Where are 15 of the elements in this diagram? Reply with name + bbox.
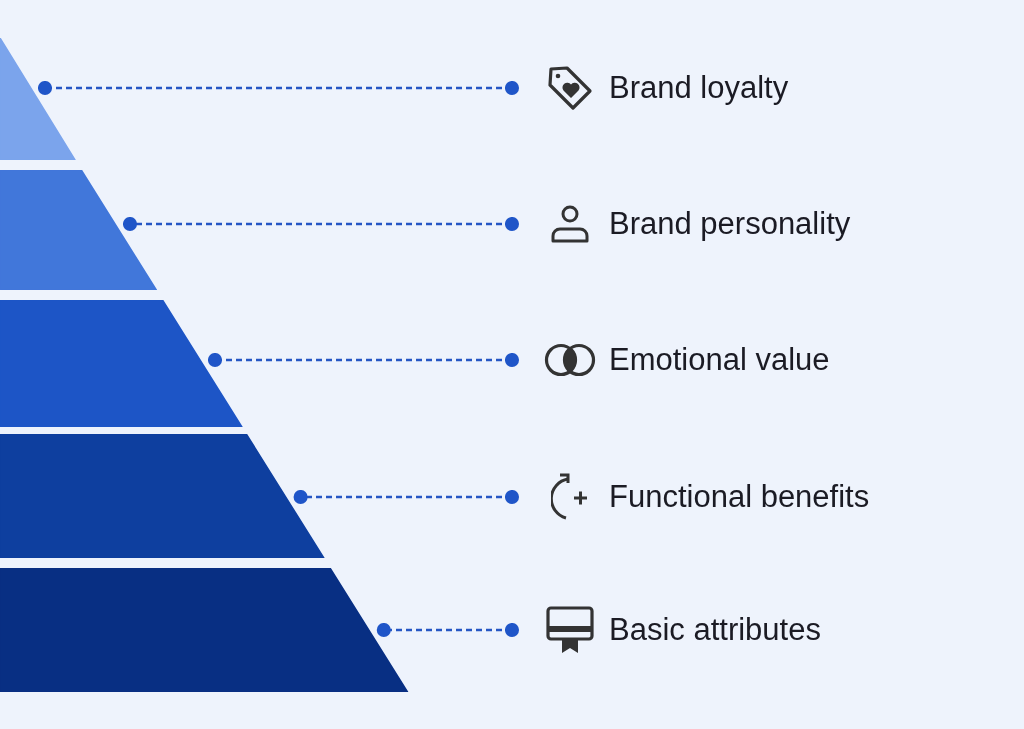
leader-line [293, 489, 520, 505]
layer-label: Functional benefits [609, 479, 870, 515]
leader-line [207, 352, 520, 368]
leader-line [122, 216, 520, 232]
pyramid-layer [0, 568, 409, 692]
leader-line [37, 80, 520, 96]
pyramid-layer [0, 300, 243, 427]
pyramid-layer [0, 434, 325, 558]
layer-label: Brand loyalty [609, 70, 789, 106]
pyramid-layer [0, 170, 158, 290]
pyramid-layer [0, 38, 76, 160]
layer-label: Brand personality [609, 206, 851, 242]
leader-line [376, 622, 520, 638]
layer-label: Emotional value [609, 342, 830, 378]
layer-label: Basic attributes [609, 612, 821, 648]
